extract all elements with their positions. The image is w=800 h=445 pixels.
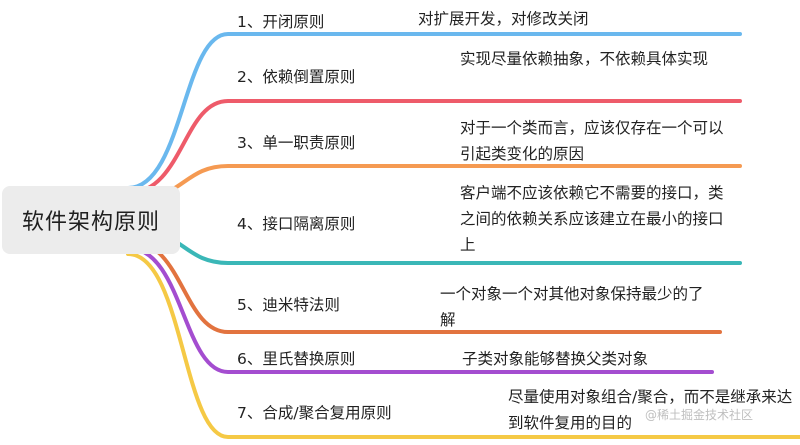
branch-6-title[interactable]: 6、里氏替换原则 [237,350,356,368]
branch-6-connector [126,246,714,374]
branch-7-description: 尽量使用对象组合/聚合，而不是继承来达到软件复用的目的 [508,388,793,432]
branch-2-description: 实现尽量依赖抽象，不依赖具体实现 [460,50,709,68]
branch-6-description: 子类对象能够替换父类对象 [462,350,649,368]
branch-3-description: 对于一个类而言，应该仅存在一个可以引起类变化的原因 [460,119,724,163]
root-node[interactable]: 软件架构原则 [2,186,180,254]
root-node-label: 软件架构原则 [21,210,160,235]
branch-5-title[interactable]: 5、迪米特法则 [237,296,340,314]
watermark: @稀土掘金技术社区 [645,408,754,422]
branch-4-title[interactable]: 4、接口隔离原则 [237,215,356,233]
branch-2-title[interactable]: 2、依赖倒置原则 [237,68,356,86]
branch-1-connector [126,32,742,190]
branch-7-connector [126,252,800,439]
branch-1-title[interactable]: 1、开闭原则 [237,13,325,31]
branch-1-description: 对扩展开发，对修改关闭 [418,10,589,28]
branch-5-description: 一个对象一个对其他对象保持最少的了解 [440,285,704,329]
branch-7-title[interactable]: 7、合成/聚合复用原则 [237,404,392,422]
branch-3-title[interactable]: 3、单一职责原则 [237,134,356,152]
branch-4-description: 客户端不应该依赖它不需要的接口，类之间的依赖关系应该建立在最小的接口上 [460,184,724,254]
